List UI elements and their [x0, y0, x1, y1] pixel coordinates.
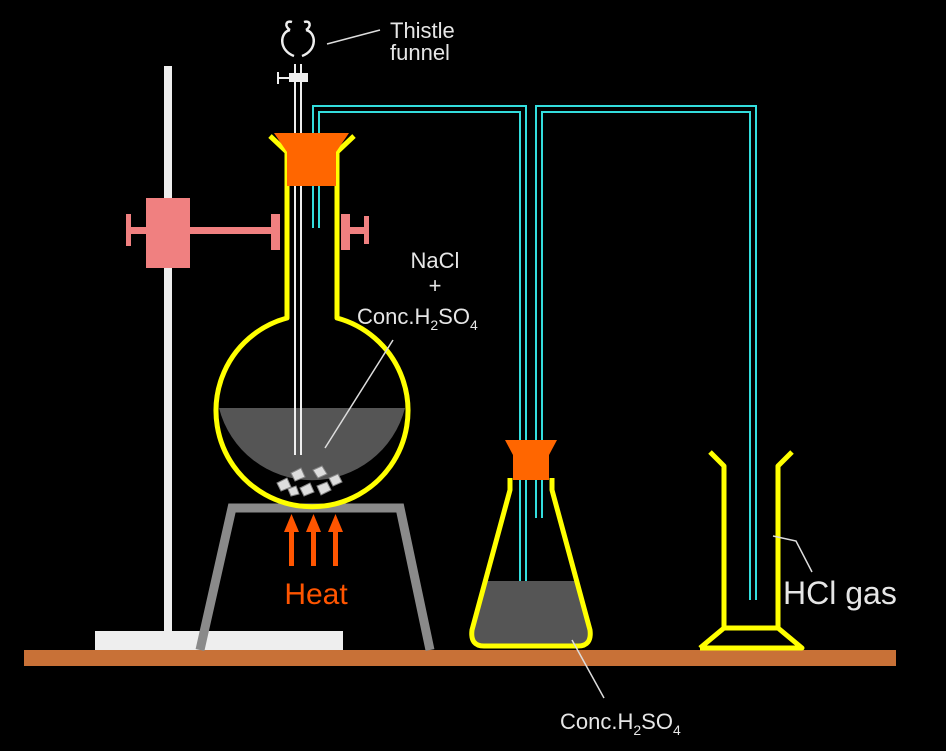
conical-flask-liquid: [471, 581, 591, 645]
heat-arrow: [284, 514, 299, 566]
bench: [24, 650, 896, 666]
heat-arrows: [284, 514, 343, 566]
delivery-tube: [312, 105, 757, 612]
stand-rod: [164, 66, 172, 632]
conical-acid-label-sub4: 4: [673, 722, 681, 738]
leader-lines: [324, 29, 813, 699]
heat-label: Heat: [284, 578, 348, 611]
gas-jar: [698, 450, 805, 651]
clamp: [126, 198, 369, 268]
flask-acid-label-prefix: Conc.H: [357, 304, 430, 329]
thistle-funnel-label-line2: funnel: [390, 40, 450, 65]
conical-flask-stopper: [505, 440, 557, 480]
plus-label: +: [429, 273, 442, 298]
thistle-funnel: [277, 20, 315, 455]
heat-arrow: [328, 514, 343, 566]
flask-acid-label-mid: SO: [438, 304, 470, 329]
flask-acid-label-sub4: 4: [470, 317, 478, 333]
conical-acid-label-sub2: 2: [633, 722, 641, 738]
nacl-crystals: [276, 465, 343, 497]
flask-stopper: [274, 133, 349, 186]
stand-base: [95, 631, 343, 650]
flask-acid-label-sub2: 2: [430, 317, 438, 333]
conical-acid-label: Conc.H2SO4: [560, 709, 681, 738]
flask-liquid: [219, 408, 405, 481]
round-bottom-flask: [213, 134, 411, 510]
hcl-gas-label: HCl gas: [783, 575, 897, 611]
heat-arrow: [306, 514, 321, 566]
nacl-label: NaCl: [411, 248, 460, 273]
conical-flask: [469, 478, 593, 649]
flask-acid-label: Conc.H2SO4: [357, 304, 478, 333]
conical-acid-label-mid: SO: [641, 709, 673, 734]
thistle-funnel-label-line1: Thistle: [390, 18, 455, 43]
conical-acid-label-prefix: Conc.H: [560, 709, 633, 734]
